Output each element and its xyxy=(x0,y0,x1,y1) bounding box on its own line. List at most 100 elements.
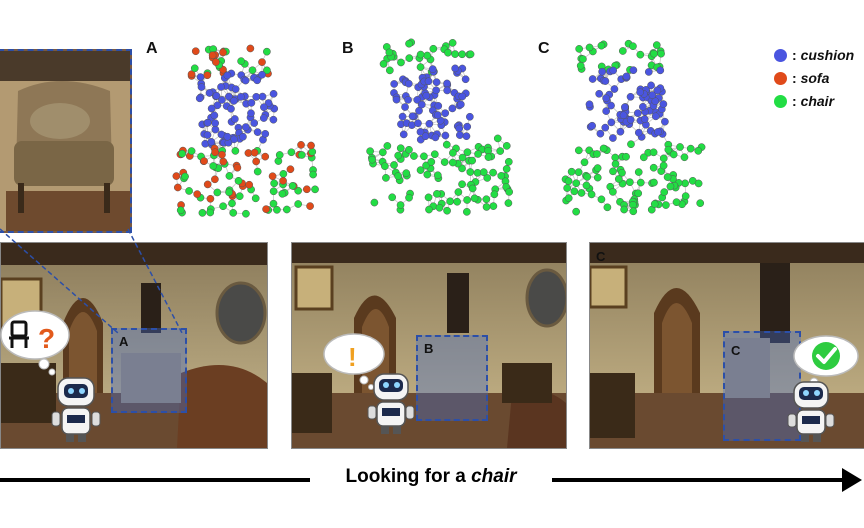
robot-icon-2 xyxy=(367,373,415,434)
graph-node-sofa xyxy=(212,58,220,66)
graph-node-sofa xyxy=(246,44,255,53)
graph-node-cushion xyxy=(639,102,647,111)
graph-node-cushion xyxy=(653,86,662,95)
panel-label-c: C xyxy=(538,40,550,57)
graph-node-chair xyxy=(504,199,513,207)
graph-node-chair xyxy=(652,41,661,49)
graph-node-cushion xyxy=(269,115,278,124)
graph-node-sofa xyxy=(193,190,202,198)
graph-node-chair xyxy=(660,188,669,196)
graph-node-chair xyxy=(585,43,594,52)
graph-node-cushion xyxy=(451,64,460,73)
graph-node-chair xyxy=(582,181,591,190)
graph-node-chair xyxy=(609,187,617,196)
graph-node-chair xyxy=(483,174,492,182)
graph-node-sofa xyxy=(187,70,196,79)
graph-node-chair xyxy=(458,180,466,189)
graph-node-chair xyxy=(423,170,432,179)
graph-node-cushion xyxy=(203,131,212,139)
graph-node-chair xyxy=(382,174,390,182)
graph-node-chair xyxy=(629,42,637,51)
graph-node-cushion xyxy=(247,109,255,118)
robot-thought-group-1: ? xyxy=(0,310,101,442)
graph-node-chair xyxy=(593,150,601,158)
graph-node-sofa xyxy=(211,175,219,184)
graph-node-chair xyxy=(599,144,608,153)
graph-node-chair xyxy=(181,172,189,181)
graph-node-cushion xyxy=(258,70,266,79)
graph-node-cushion xyxy=(640,115,649,123)
graph-node-cushion xyxy=(633,109,642,118)
graph-node-chair xyxy=(422,161,430,170)
graph-node-sofa xyxy=(219,48,227,57)
graph-node-cushion xyxy=(656,66,665,75)
graph-node-cushion xyxy=(227,104,235,113)
caption-prefix: Looking for a xyxy=(345,466,472,487)
graph-node-cushion xyxy=(424,77,433,86)
graph-node-cushion xyxy=(241,123,250,131)
detection-box-label-b: B xyxy=(424,341,434,356)
graph-node-cushion xyxy=(616,127,625,136)
graph-node-cushion xyxy=(463,122,472,131)
graph-node-sofa xyxy=(206,194,215,203)
graph-node-cushion xyxy=(588,75,597,83)
graph-node-cushion xyxy=(622,72,631,81)
graph-node-cushion xyxy=(252,92,261,101)
graph-node-sofa xyxy=(252,157,261,166)
graph-node-sofa xyxy=(233,163,242,172)
graph-node-chair xyxy=(482,195,491,204)
graph-node-chair xyxy=(429,44,438,53)
graph-node-chair xyxy=(686,144,695,153)
graph-node-cushion xyxy=(465,112,474,121)
graph-node-chair xyxy=(463,196,471,204)
graph-node-cushion xyxy=(644,68,653,76)
graph-node-chair xyxy=(190,64,199,73)
graph-node-chair xyxy=(574,168,583,177)
graph-node-chair xyxy=(442,140,451,149)
graph-node-sofa xyxy=(302,185,311,194)
graph-node-sofa xyxy=(307,141,315,150)
graph-node-chair xyxy=(650,200,659,208)
graph-node-cushion xyxy=(422,91,431,100)
graph-node-cushion xyxy=(230,97,238,105)
graph-node-chair xyxy=(597,41,606,50)
timeline-arrow xyxy=(0,468,862,492)
graph-node-sofa xyxy=(203,180,212,189)
graph-node-chair xyxy=(504,157,513,166)
graph-node-cushion xyxy=(404,96,412,104)
graph-node-chair xyxy=(672,198,681,207)
graph-node-cushion xyxy=(421,132,430,141)
legend-swatch-sofa xyxy=(774,71,787,85)
graph-node-chair xyxy=(694,146,703,155)
graph-node-chair xyxy=(198,209,207,217)
graph-node-cushion xyxy=(404,79,413,88)
graph-node-chair xyxy=(575,45,584,53)
graph-node-chair xyxy=(583,173,592,181)
room-photo-1 xyxy=(1,243,267,448)
graph-node-chair xyxy=(385,48,394,57)
graph-node-cushion xyxy=(260,103,268,112)
graph-node-chair xyxy=(618,168,626,177)
graph-node-chair xyxy=(378,148,387,157)
graph-node-cushion xyxy=(392,95,401,104)
graph-node-sofa xyxy=(258,58,266,66)
graph-node-cushion xyxy=(441,109,450,118)
graph-node-chair xyxy=(454,188,463,196)
panel-label-a: A xyxy=(146,40,158,57)
graph-node-chair xyxy=(609,167,617,176)
graph-node-chair xyxy=(451,50,459,58)
graph-node-cushion xyxy=(434,102,443,110)
graph-node-cushion xyxy=(247,99,256,107)
detection-box-label-a: A xyxy=(119,334,129,349)
graph-node-chair xyxy=(663,173,672,181)
graph-node-chair xyxy=(416,50,425,59)
chair-closeup-inset xyxy=(0,49,132,233)
graph-node-chair xyxy=(572,207,580,216)
legend-item-chair: : chair xyxy=(774,91,834,111)
graph-node-cushion xyxy=(601,123,610,132)
graph-node-chair xyxy=(620,205,628,214)
detection-box-a: A xyxy=(111,328,187,413)
graph-node-chair xyxy=(662,201,670,209)
graph-node-chair xyxy=(405,39,413,48)
